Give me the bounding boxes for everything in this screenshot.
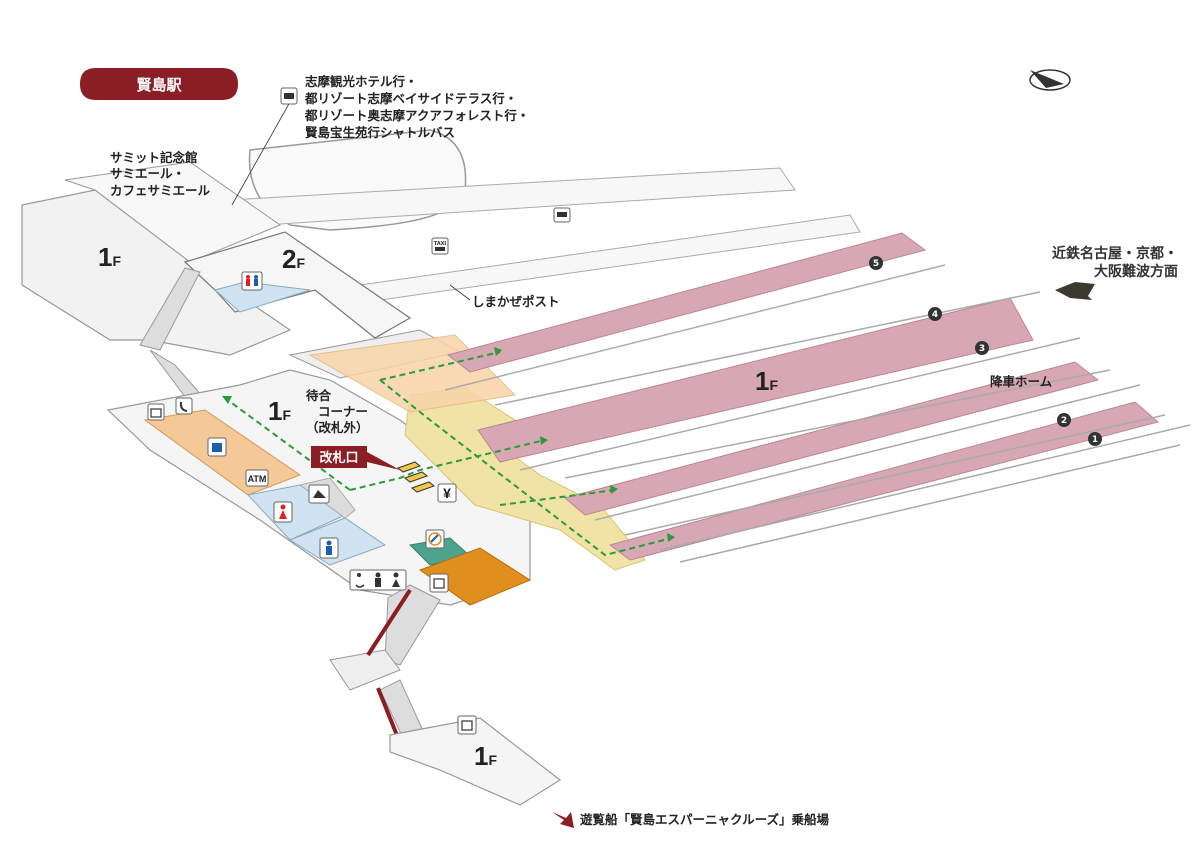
- platform-number-2: 2: [1057, 413, 1071, 427]
- coin-locker-icon: [147, 403, 165, 421]
- ticket-gate: [396, 461, 436, 493]
- svg-text:カフェサミエール: カフェサミエール: [110, 183, 211, 198]
- platform-number-markers: 5 4 3 2 1: [869, 256, 1102, 446]
- taxi-icon: TAXI: [431, 237, 449, 255]
- walking-route: [224, 351, 673, 557]
- svg-text:都リゾート奥志摩アクアフォレスト行・: 都リゾート奥志摩アクアフォレスト行・: [304, 108, 529, 123]
- direction-arrow-icon: [1055, 282, 1095, 300]
- restroom-icon-2f: [241, 271, 263, 291]
- svg-text:賢島宝生苑行シャトルバス: 賢島宝生苑行シャトルバス: [305, 125, 455, 140]
- floor-label-concourse: 1F: [268, 396, 291, 426]
- platform-number-5: 5: [869, 256, 883, 270]
- svg-text:大阪難波方面: 大阪難波方面: [1094, 263, 1178, 280]
- svg-text:サミエール・: サミエール・: [110, 166, 185, 181]
- shop-orange: [418, 547, 532, 606]
- phone-icon: [175, 397, 193, 415]
- svg-text:コーナー: コーナー: [318, 404, 368, 419]
- lower-floor-1f: [389, 717, 562, 806]
- pier-arrow-icon: [552, 812, 574, 828]
- svg-text:5: 5: [873, 259, 879, 269]
- platform-3-4: [477, 297, 1034, 463]
- lower-stairs: [329, 584, 441, 743]
- direction-label: 近鉄名古屋・京都・ 大阪難波方面: [1052, 245, 1178, 280]
- arrival-platform-label: 降車ホーム: [990, 374, 1053, 389]
- locker-icon-lower: [429, 573, 449, 593]
- platform-number-4: 4: [928, 307, 942, 321]
- route-arrowheads: [222, 347, 675, 542]
- men-restroom-icon: [319, 537, 339, 559]
- svg-text:（改札外）: （改札外）: [306, 420, 369, 435]
- cruise-pier-label: 遊覧船「賢島エスパーニャクルーズ」乗船場: [580, 812, 830, 827]
- station-name-badge: 賢島駅: [80, 68, 238, 100]
- floor-label-platforms: 1F: [755, 366, 778, 396]
- atm-label: ATM: [248, 474, 267, 484]
- svg-text:サミット記念館: サミット記念館: [110, 150, 198, 165]
- yen-label: ¥: [443, 485, 451, 501]
- ticket-gate-label: 改札口: [319, 450, 358, 466]
- information-icon: [425, 529, 445, 549]
- summit-hall-label: サミット記念館 サミエール・ カフェサミエール: [110, 150, 211, 198]
- svg-text:2: 2: [1061, 416, 1067, 426]
- north-arrow-icon: [1029, 69, 1071, 91]
- svg-text:1: 1: [1092, 435, 1098, 445]
- platform-1-2: [608, 401, 1160, 561]
- platform-arrival: [563, 361, 1100, 516]
- svg-text:4: 4: [932, 310, 938, 320]
- summit-hall: [64, 161, 282, 263]
- bus-stop-icon: [553, 207, 571, 223]
- accessible-facilities-icon: [349, 569, 407, 591]
- leader-lines: [231, 101, 471, 301]
- floor-label-2f: 2F: [282, 244, 305, 274]
- svg-text:待合: 待合: [306, 388, 332, 403]
- bus-icon: [280, 87, 298, 105]
- shimakaze-post-label: しまかぜポスト: [472, 294, 560, 309]
- floor-label-left: 1F: [98, 242, 121, 272]
- restroom-2f: [213, 281, 311, 313]
- bus-destinations-label: 志摩観光ホテル行・ 都リゾート志摩ベイサイドテラス行・ 都リゾート奥志摩アクアフ…: [304, 74, 529, 140]
- ticket-gate-callout: 改札口: [311, 446, 400, 470]
- atm-icon: ATM: [245, 469, 269, 487]
- taxi-icon-label: TAXI: [434, 241, 447, 247]
- tracks: [444, 264, 1191, 563]
- yen-exchange-icon: ¥: [437, 483, 457, 503]
- platform-5: [446, 232, 927, 373]
- waiting-corner-label: 待合 コーナー （改札外）: [306, 388, 369, 435]
- station-name: 賢島駅: [136, 76, 182, 94]
- svg-text:志摩観光ホテル行・: 志摩観光ホテル行・: [305, 74, 418, 89]
- svg-text:近鉄名古屋・京都・: 近鉄名古屋・京都・: [1052, 245, 1178, 262]
- ticket-machine-icon: [308, 484, 330, 504]
- platforms: [446, 232, 1160, 561]
- svg-text:都リゾート志摩ベイサイドテラス行・: 都リゾート志摩ベイサイドテラス行・: [304, 91, 517, 106]
- baggage-icon: [207, 437, 227, 457]
- floor-label-lower: 1F: [474, 741, 497, 771]
- locker-icon-bottom: [457, 715, 477, 735]
- floor-2f-area: [183, 231, 412, 339]
- platform-number-3: 3: [975, 341, 989, 355]
- women-restroom-icon: [273, 501, 293, 523]
- platform-number-1: 1: [1088, 432, 1102, 446]
- concourse-walkway: [404, 387, 646, 571]
- svg-text:3: 3: [979, 344, 985, 354]
